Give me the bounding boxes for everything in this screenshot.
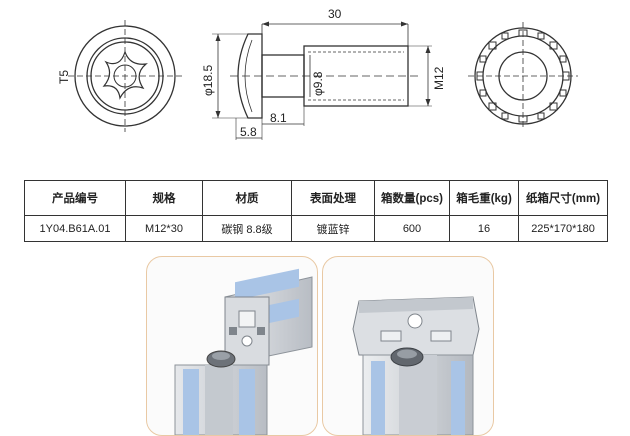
header-box-qty: 箱数量(pcs) — [374, 180, 450, 216]
bolt-drawing-svg: T5 — [57, 7, 578, 140]
neck-length-label: 8.1 — [270, 111, 287, 125]
rear-view — [468, 22, 578, 130]
table-row: 1Y04.B61A.01 M12*30 碳钢 8.8级 镀蓝锌 600 16 2… — [24, 215, 608, 242]
shank-dia-label: φ9.8 — [311, 71, 325, 96]
head-height-label: 5.8 — [240, 125, 257, 139]
product-photo-profile-connection — [146, 256, 318, 436]
length-label: 30 — [328, 7, 342, 21]
drive-label: T5 — [57, 70, 71, 84]
header-product-code: 产品编号 — [24, 180, 126, 216]
header-surface: 表面处理 — [291, 180, 375, 216]
header-spec: 规格 — [125, 180, 203, 216]
profile-section-illustration — [352, 296, 480, 435]
header-box-weight: 箱毛重(kg) — [449, 180, 519, 216]
profile-connection-illustration — [174, 268, 313, 435]
side-view — [212, 21, 432, 140]
front-view — [68, 20, 182, 132]
header-material: 材质 — [202, 180, 292, 216]
cell-spec: M12*30 — [125, 215, 203, 242]
table-header-row: 产品编号 规格 材质 表面处理 箱数量(pcs) 箱毛重(kg) 纸箱尺寸(mm… — [24, 180, 608, 216]
product-photo-profile-section — [322, 256, 494, 436]
cell-box-qty: 600 — [374, 215, 450, 242]
cell-surface: 镀蓝锌 — [291, 215, 375, 242]
cell-product-code: 1Y04.B61A.01 — [24, 215, 126, 242]
head-dia-label: φ18.5 — [201, 65, 215, 96]
technical-drawing: T5 — [0, 0, 630, 160]
spec-table: 产品编号 规格 材质 表面处理 箱数量(pcs) 箱毛重(kg) 纸箱尺寸(mm… — [24, 180, 608, 242]
cell-box-weight: 16 — [449, 215, 519, 242]
thread-label: M12 — [432, 66, 446, 90]
cell-carton-size: 225*170*180 — [518, 215, 608, 242]
cell-material: 碳钢 8.8级 — [202, 215, 292, 242]
header-carton-size: 纸箱尺寸(mm) — [518, 180, 608, 216]
